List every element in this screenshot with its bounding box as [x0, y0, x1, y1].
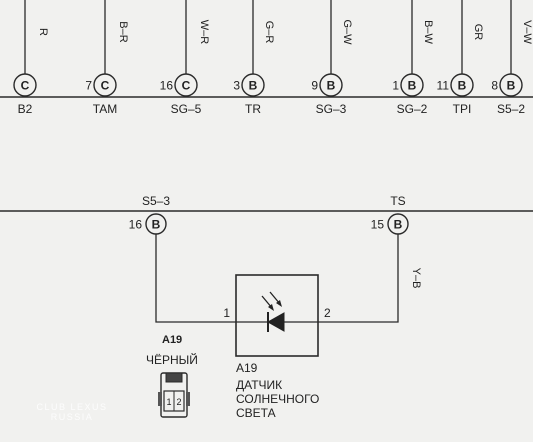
top-wire-5: G–W B 9 SG–3 [311, 0, 353, 116]
watermark-line-1: CLUB LEXUS [36, 402, 107, 412]
sensor-name-line-1: ДАТЧИК [236, 378, 282, 392]
terminal-name-label: TAM [93, 102, 117, 116]
sun-sensor: 1 2 A19 ДАТЧИК СОЛНЕЧНОГО СВЕТА [223, 274, 331, 420]
connector-ref-label: A19 [162, 334, 182, 346]
terminal-name-label: SG–5 [171, 102, 202, 116]
sensor-name-line-3: СВЕТА [236, 406, 276, 420]
top-wire-6: B–W B 1 SG–2 [392, 0, 434, 116]
wire-ts-to-sensor [318, 234, 399, 323]
wire-color-label: R [37, 28, 49, 36]
connector-type-label: B [327, 79, 336, 93]
terminal-name-label: TPI [453, 102, 472, 116]
connector-type-label: B [458, 79, 467, 93]
terminal-name-label: S5–3 [142, 194, 170, 208]
connector-pin-circle [174, 73, 198, 97]
connector-pin-1: 1 [166, 397, 171, 407]
wire-color-label: W–R [198, 20, 210, 45]
connector-type-label: B [507, 79, 516, 93]
sensor-pin-2-label: 2 [324, 306, 331, 320]
terminal-name-label: SG–3 [316, 102, 347, 116]
wire-color-label: B–W [422, 20, 434, 44]
connector-icon: 1 2 [158, 372, 190, 418]
wire-color-label: G–R [263, 21, 275, 44]
watermark-line-2: RUSSIA [51, 412, 94, 422]
terminal-name-label: B2 [18, 102, 33, 116]
sensor-body [235, 274, 319, 357]
terminal-name-label: TS [390, 194, 405, 208]
connector-type-label: C [101, 79, 110, 93]
wire-color-label: GR [472, 24, 484, 41]
pin-number-label: 8 [491, 79, 498, 93]
connector-pin-circle [450, 73, 474, 97]
top-wire-3: W–R C 16 SG–5 [160, 0, 210, 116]
sensor-ref-label: A19 [236, 361, 258, 375]
top-wire-8: V–W B 8 S5–2 [491, 0, 533, 116]
connector-type-label: B [408, 79, 417, 93]
pin-number-label: 16 [129, 218, 143, 232]
wire-color-label: Y–B [410, 268, 422, 289]
terminal-name-label: SG–2 [397, 102, 428, 116]
connector-type-label: C [182, 79, 191, 93]
connector-type-label: B [249, 79, 258, 93]
wire-s5-3-to-sensor [155, 234, 236, 323]
top-wire-1: R C B2 [13, 0, 49, 116]
top-wire-2: B–R C 7 TAM [85, 0, 129, 116]
lower-pin-ts: TS B 15 [371, 194, 409, 235]
pin-number-label: 16 [160, 79, 174, 93]
terminal-name-label: S5–2 [497, 102, 525, 116]
pin-number-label: 1 [392, 79, 399, 93]
connector-pin-circle [400, 73, 424, 97]
connector-type-label: B [152, 218, 161, 232]
pin-number-label: 9 [311, 79, 318, 93]
sensor-pin-1-label: 1 [223, 306, 230, 320]
lower-pin-s5-3: S5–3 B 16 [129, 194, 170, 235]
pin-number-label: 15 [371, 218, 385, 232]
connector-pin-circle [319, 73, 343, 97]
wire-color-label: B–R [117, 21, 129, 42]
connector-pin-2: 2 [176, 397, 181, 407]
sensor-name-line-2: СОЛНЕЧНОГО [236, 392, 319, 406]
top-wire-7: GR B 11 TPI [437, 0, 484, 116]
pin-number-label: 7 [85, 79, 92, 93]
top-wire-4: G–R B 3 TR [233, 0, 275, 116]
connector-pin-circle [499, 73, 523, 97]
photodiode-icon [261, 291, 285, 332]
connector-color-label: ЧЁРНЫЙ [146, 352, 198, 367]
connector-pin-circle [241, 73, 265, 97]
wire-color-label: G–W [341, 19, 353, 45]
pin-number-label: 3 [233, 79, 240, 93]
watermark: CLUB LEXUS RUSSIA [36, 402, 107, 422]
pin-number-label: 11 [437, 79, 450, 93]
connector-pin-circle [93, 73, 117, 97]
connector-type-label: C [21, 79, 30, 93]
wire-color-label: V–W [521, 20, 533, 44]
connector-legend: A19 ЧЁРНЫЙ 1 2 [146, 334, 198, 418]
terminal-name-label: TR [245, 102, 261, 116]
connector-type-label: B [394, 218, 403, 232]
connector-pin-circle [13, 73, 37, 97]
